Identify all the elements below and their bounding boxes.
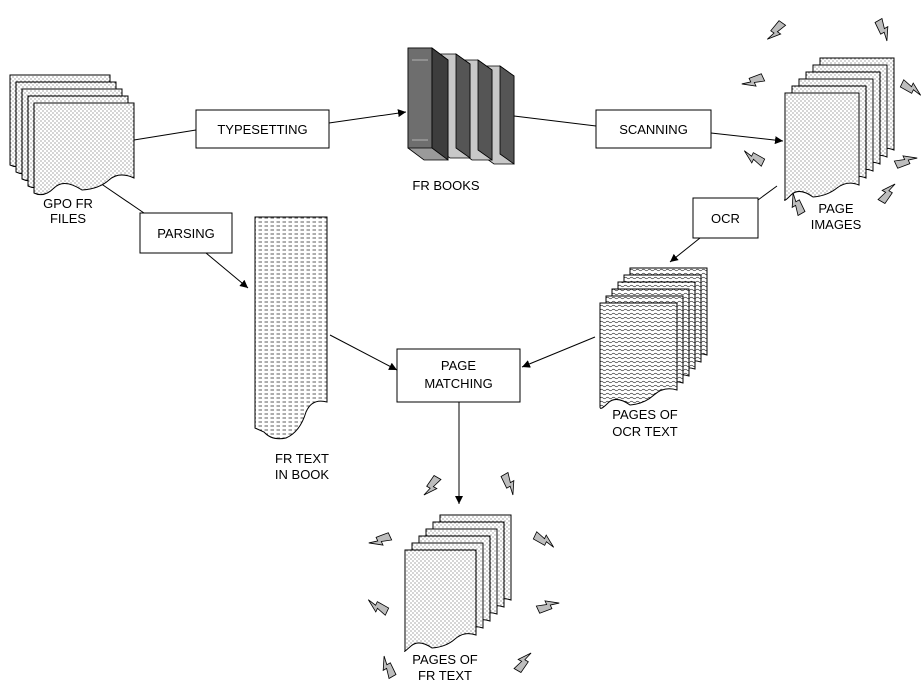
pages-ocr-text-label-line1: PAGES OF — [612, 407, 678, 422]
lightning-spark-icon — [423, 474, 442, 496]
lightning-spark-icon — [874, 17, 889, 42]
lightning-spark-icon — [382, 655, 397, 680]
lightning-spark-icon — [743, 150, 766, 167]
typesetting-process: TYPESETTING — [195, 109, 330, 149]
scanning-process: SCANNING — [595, 109, 712, 149]
gpo-fr-files-node: GPO FR FILES — [9, 74, 135, 226]
page-matching-label-line1: PAGE — [441, 358, 476, 373]
sparks-layer — [367, 17, 922, 680]
scanning-box — [595, 109, 712, 149]
lightning-spark-icon — [368, 532, 393, 546]
fr-text-in-book-label-line1: FR TEXT — [275, 451, 329, 466]
page-images-label-line1: PAGE — [818, 201, 853, 216]
page-stack-icon — [784, 57, 895, 201]
lightning-spark-icon — [899, 79, 922, 96]
connector-books-to-scanning — [513, 115, 597, 127]
page-images-node: PAGE IMAGES — [784, 57, 895, 232]
arrow-ocrpages-to-matching — [521, 336, 596, 368]
ocr-label: OCR — [711, 211, 740, 226]
lightning-spark-icon — [532, 531, 555, 548]
books-icon — [407, 47, 515, 165]
fr-text-in-book-node: FR TEXT IN BOOK — [254, 216, 330, 482]
pages-ocr-text-label-line2: OCR TEXT — [612, 424, 678, 439]
parsing-box — [139, 212, 233, 254]
lightning-spark-icon — [367, 599, 390, 616]
long-document-icon — [254, 216, 328, 440]
lightning-spark-icon — [877, 183, 896, 205]
fr-books-label: FR BOOKS — [412, 178, 480, 193]
pages-fr-text-label-line2: FR TEXT — [418, 668, 472, 683]
typesetting-box — [195, 109, 330, 149]
connector-gpo-to-parsing — [99, 182, 145, 214]
lightning-spark-icon — [513, 652, 532, 674]
page-matching-box — [396, 348, 521, 403]
scanning-label: SCANNING — [619, 122, 688, 137]
connectors — [99, 109, 784, 504]
arrow-frtext-to-matching — [329, 334, 398, 371]
pages-ocr-text-node: PAGES OF OCR TEXT — [599, 267, 708, 439]
arrow-parsing-to-frtext — [205, 252, 249, 289]
pages-fr-text-node: PAGES OF FR TEXT — [404, 514, 512, 683]
fr-page-stack-icon — [404, 514, 512, 652]
arrow-ocr-to-ocrpages — [669, 237, 701, 263]
fr-text-in-book-label-line2: IN BOOK — [275, 467, 330, 482]
page-images-label-line2: IMAGES — [811, 217, 862, 232]
lightning-spark-icon — [766, 20, 787, 40]
lightning-spark-icon — [893, 155, 918, 169]
arrow-scanning-to-images — [710, 132, 784, 145]
page-matching-process: PAGE MATCHING — [396, 348, 521, 403]
lightning-spark-icon — [500, 471, 515, 496]
gpo-fr-files-label-line2: FILES — [50, 211, 86, 226]
arrow-typesetting-to-books — [328, 109, 407, 124]
lightning-spark-icon — [791, 192, 806, 217]
document-stack-icon — [9, 74, 135, 196]
gpo-fr-files-label-line1: GPO FR — [43, 196, 93, 211]
lightning-spark-icon — [741, 73, 766, 87]
lightning-spark-icon — [535, 600, 560, 614]
page-matching-label-line2: MATCHING — [424, 376, 492, 391]
connector-gpo-to-typesetting — [133, 129, 197, 141]
parsing-label: PARSING — [157, 226, 215, 241]
ocr-box — [692, 197, 759, 239]
connector-images-to-ocr — [757, 185, 778, 201]
ocr-page-stack-icon — [599, 267, 708, 409]
ocr-process: OCR — [692, 197, 759, 239]
parsing-process: PARSING — [139, 212, 233, 254]
typesetting-label: TYPESETTING — [217, 122, 307, 137]
pages-fr-text-label-line1: PAGES OF — [412, 652, 478, 667]
fr-books-node: FR BOOKS — [407, 47, 515, 193]
